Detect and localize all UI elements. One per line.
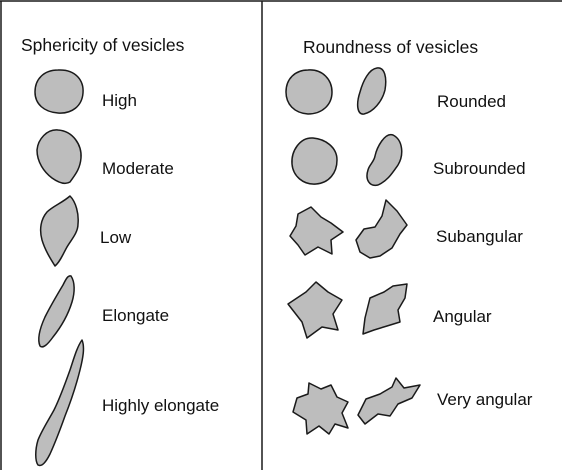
roundness-heading: Roundness of vesicles	[303, 37, 478, 57]
vesicle-shape-subangular-a	[290, 207, 343, 255]
sphericity-column: Sphericity of vesicles High Moderate Low…	[21, 35, 219, 465]
roundness-row-rounded: Rounded	[286, 68, 506, 114]
sphericity-row-low: Low	[41, 196, 132, 266]
vesicle-shape-low-sphericity	[41, 196, 79, 266]
vesicle-shape-high-sphericity	[35, 70, 83, 113]
vesicle-shape-subangular-b	[356, 200, 407, 258]
vesicle-shape-elongate	[39, 276, 74, 347]
roundness-label-angular: Angular	[433, 307, 492, 326]
sphericity-row-high: High	[35, 70, 137, 113]
roundness-row-very-angular: Very angular	[293, 378, 533, 434]
vesicle-shape-angular-b	[363, 284, 407, 334]
sphericity-label-highly-elongate: Highly elongate	[102, 396, 219, 415]
vesicle-shape-rounded-a	[286, 70, 332, 114]
sphericity-label-high: High	[102, 91, 137, 110]
roundness-label-rounded: Rounded	[437, 92, 506, 111]
roundness-label-subrounded: Subrounded	[433, 159, 526, 178]
sphericity-label-elongate: Elongate	[102, 306, 169, 325]
roundness-row-subrounded: Subrounded	[292, 135, 526, 186]
sphericity-row-moderate: Moderate	[37, 130, 174, 183]
roundness-row-subangular: Subangular	[290, 200, 523, 258]
roundness-column: Roundness of vesicles Rounded Subrounded…	[286, 37, 533, 434]
vesicle-shape-very-angular-a	[293, 383, 348, 434]
sphericity-row-highly-elongate: Highly elongate	[36, 340, 219, 465]
vesicle-shape-very-angular-b	[358, 378, 420, 424]
vesicle-shape-subrounded-b	[367, 135, 402, 186]
vesicle-shape-subrounded-a	[292, 138, 337, 184]
roundness-label-very-angular: Very angular	[437, 390, 533, 409]
vesicle-shape-moderate-sphericity	[37, 130, 81, 183]
sphericity-row-elongate: Elongate	[39, 276, 169, 347]
sphericity-label-moderate: Moderate	[102, 159, 174, 178]
roundness-label-subangular: Subangular	[436, 227, 523, 246]
sphericity-heading: Sphericity of vesicles	[21, 35, 185, 55]
roundness-row-angular: Angular	[288, 282, 492, 338]
vesicle-shape-angular-a	[288, 282, 342, 338]
sphericity-label-low: Low	[100, 228, 132, 247]
vesicle-shape-highly-elongate	[36, 340, 84, 465]
vesicle-shape-rounded-b	[358, 68, 386, 114]
